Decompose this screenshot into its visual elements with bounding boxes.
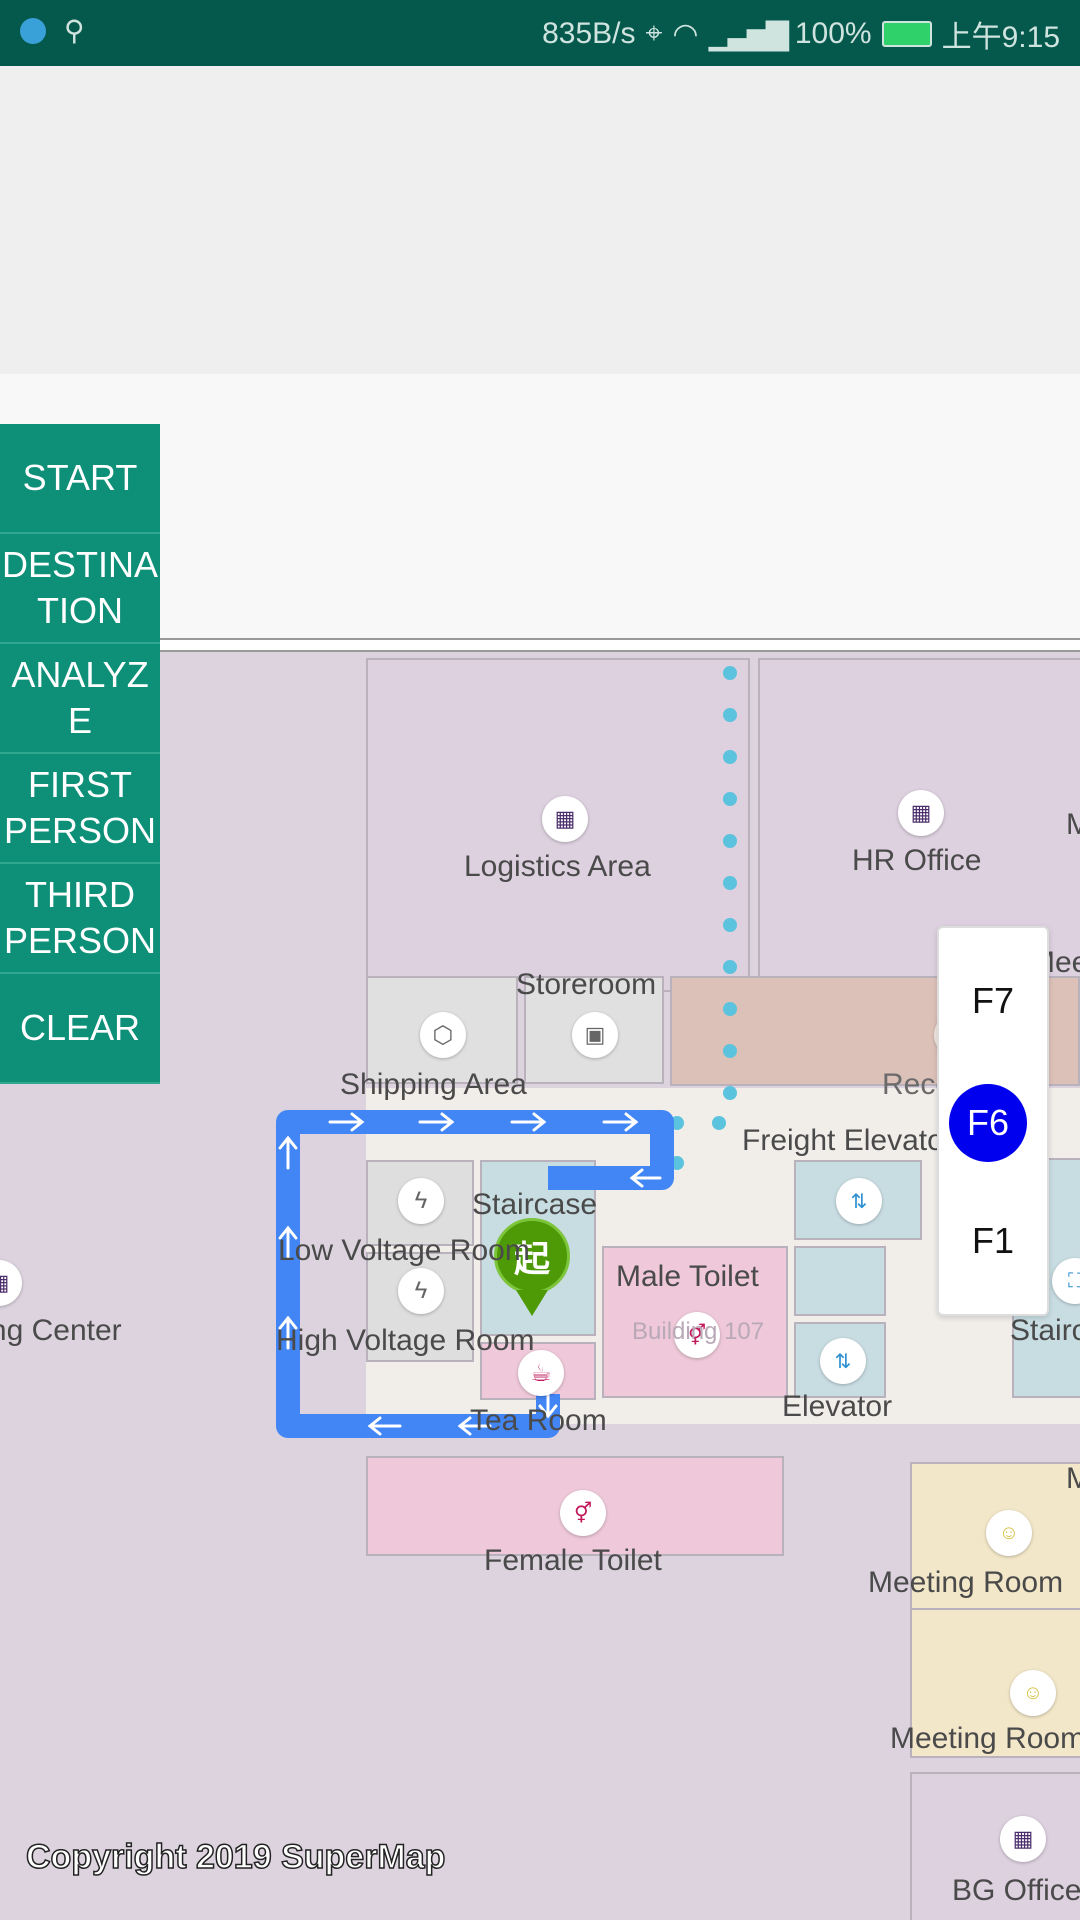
label-low-voltage-room: Low Voltage Room: [278, 1234, 530, 1267]
signal-icon: ▁▃▅▇: [708, 17, 789, 51]
globe-icon: [20, 17, 46, 44]
lightning-icon[interactable]: ϟ: [398, 1178, 444, 1224]
third-person-button[interactable]: THIRD PERSON: [0, 864, 160, 974]
label-storeroom: Storeroom: [516, 968, 657, 1001]
meeting-icon[interactable]: ☺: [1010, 1670, 1056, 1716]
start-button[interactable]: START: [0, 424, 160, 534]
sidebar-menu: START DESTINA TION ANALYZ E FIRST PERSON…: [0, 424, 160, 1084]
label-meeting-room-2: Meeting Room: [890, 1722, 1080, 1755]
clock: 上午9:15: [941, 21, 1060, 54]
storage-boxes-icon[interactable]: ▣: [572, 1012, 618, 1058]
label-shipping-area: Shipping Area: [340, 1068, 527, 1101]
elevator-icon[interactable]: ⇅: [820, 1338, 866, 1384]
first-person-button[interactable]: FIRST PERSON: [0, 754, 160, 864]
label-male-toilet: Male Toilet: [616, 1260, 759, 1293]
bg-office-room[interactable]: [910, 1772, 1080, 1920]
label-tea-room: Tea Room: [470, 1404, 607, 1437]
label-m-right: M: [1066, 1462, 1080, 1495]
label-stairs-right: Staircase: [1010, 1314, 1080, 1347]
label-meeting-room-1: Meeting Room: [868, 1566, 1064, 1599]
package-icon[interactable]: ⬡: [420, 1012, 466, 1058]
network-speed: 835B/s: [542, 17, 636, 50]
route-path: [276, 1110, 674, 1438]
office-desk-icon[interactable]: ▦: [1000, 1816, 1046, 1862]
analyze-button[interactable]: ANALYZ E: [0, 644, 160, 754]
office-desk-icon[interactable]: ▦: [898, 790, 944, 836]
wifi-icon: ◠: [672, 17, 699, 51]
elevator-icon[interactable]: ⇅: [836, 1178, 882, 1224]
building-outline-top: [0, 638, 1080, 652]
restroom-icon[interactable]: ⚥: [674, 1312, 720, 1358]
elevator-room-b[interactable]: [794, 1322, 886, 1398]
lightning-icon[interactable]: ϟ: [398, 1268, 444, 1314]
floor-f6-button[interactable]: F6: [949, 1084, 1027, 1162]
restroom-icon[interactable]: ⚥: [560, 1490, 606, 1536]
label-hr-office: HR Office: [852, 844, 982, 877]
battery-percent: 100%: [794, 17, 872, 50]
label-bg-office: BG Office: [952, 1874, 1080, 1907]
coffee-cup-icon[interactable]: ☕: [518, 1350, 564, 1396]
start-marker-label: 起: [494, 1218, 570, 1294]
floor-f7-button[interactable]: F7: [971, 980, 1014, 1021]
label-high-voltage-room: High Voltage Room: [276, 1324, 535, 1357]
label-training-center: Training Center: [0, 1314, 122, 1347]
clear-button[interactable]: CLEAR: [0, 974, 160, 1084]
app-toolbar-area: [0, 66, 1080, 374]
destination-button[interactable]: DESTINA TION: [0, 534, 160, 644]
location-icon: ⌖: [645, 17, 663, 50]
floor-switcher: F7 F6 F1: [937, 926, 1049, 1316]
status-bar: ⚲ 835B/s ⌖ ◠ ▁▃▅▇ 100% 上午9:15: [0, 0, 1080, 66]
label-building: Building 107: [632, 1318, 765, 1345]
start-marker[interactable]: 起: [494, 1218, 570, 1318]
floor-f1-button[interactable]: F1: [971, 1220, 1014, 1261]
label-female-toilet: Female Toilet: [484, 1544, 662, 1577]
label-elevator: Elevator: [782, 1390, 893, 1423]
office-desk-icon[interactable]: ▦: [542, 796, 588, 842]
label-freight-elevator: Freight Elevator: [742, 1124, 954, 1157]
copyright-text: Copyright 2019 SuperMap: [25, 1837, 446, 1877]
meeting-icon[interactable]: ☺: [986, 1510, 1032, 1556]
elevator-room-a[interactable]: [794, 1246, 886, 1316]
indoor-map[interactable]: 起 ▦ ▦ ⬡ ▣ ⚑ ϟ ϟ ☕ ⚥ ⚥ ⇅ ⇅ ⛶ ☺ ☺ ▦ ▦ Logi…: [0, 638, 1080, 1920]
header-strip: [0, 374, 1080, 638]
usb-icon: ⚲: [64, 15, 85, 46]
label-m-top: M: [1066, 808, 1080, 841]
label-logistics-area: Logistics Area: [464, 850, 651, 883]
office-desk-icon[interactable]: ▦: [0, 1260, 22, 1306]
label-staircase: Staircase: [472, 1188, 598, 1221]
battery-icon: [881, 21, 932, 47]
